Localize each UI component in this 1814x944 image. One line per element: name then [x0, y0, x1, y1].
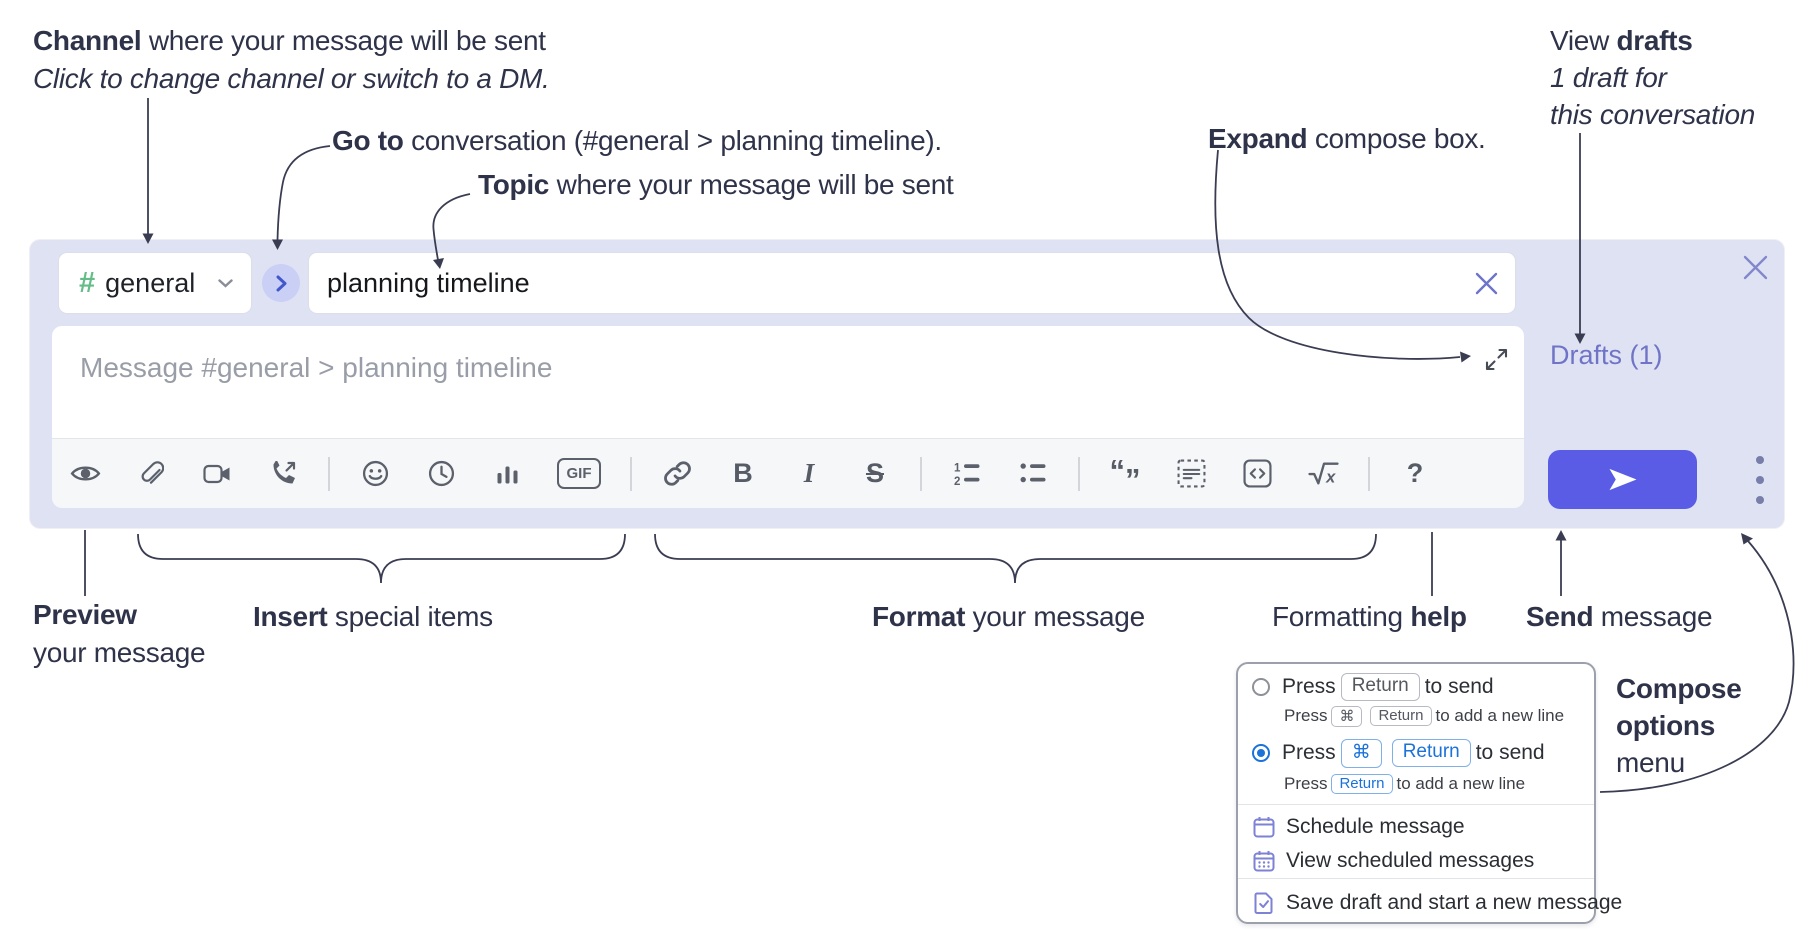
audio-call-icon[interactable] [267, 457, 299, 491]
ordered-list-icon[interactable]: 1 2 [951, 457, 983, 491]
topic-field [308, 252, 1516, 314]
link-icon[interactable] [661, 457, 693, 491]
annotation-insert: Insert special items [253, 601, 493, 632]
svg-text:2: 2 [954, 476, 960, 486]
channel-hash-icon: # [79, 266, 96, 299]
strikethrough-icon[interactable]: S [865, 458, 884, 488]
annotation-channel-lead: Channel [33, 25, 142, 56]
calendar-grid-icon [1252, 849, 1276, 873]
annotation-channel-rest: where your message will be sent [141, 25, 546, 56]
attach-paperclip-icon[interactable] [135, 457, 167, 491]
toolbar-divider [1078, 456, 1080, 491]
return-key: Return [1391, 739, 1471, 767]
return-key: Return [1370, 706, 1432, 726]
code-block-icon[interactable] [1175, 457, 1207, 491]
menu-item-save-draft[interactable]: Save draft and start a new message [1238, 886, 1622, 920]
svg-text:1: 1 [954, 463, 961, 475]
channel-name: general [105, 267, 196, 298]
calendar-icon [1252, 815, 1276, 839]
annotation-goto: Go to conversation (#general > planning … [332, 125, 942, 156]
svg-text:x: x [1325, 467, 1336, 486]
emoji-icon[interactable] [359, 457, 391, 491]
annotation-expand: Expand compose box. [1208, 123, 1486, 154]
clear-topic-button[interactable] [1474, 271, 1499, 296]
inline-code-icon[interactable] [1241, 457, 1273, 491]
compose-options-button[interactable] [1740, 456, 1780, 504]
toolbar-divider [1368, 456, 1370, 491]
goto-conversation-button[interactable] [262, 264, 300, 302]
topic-input[interactable] [327, 267, 1447, 299]
return-key: Return [1331, 774, 1393, 794]
blockquote-icon[interactable]: “ ” [1109, 452, 1141, 497]
close-icon [1743, 255, 1768, 280]
annotation-view-drafts: View drafts 1 draft for this conversatio… [1550, 25, 1756, 130]
bulleted-list-icon[interactable] [1017, 457, 1049, 491]
cmd-key: ⌘ [1331, 705, 1363, 727]
annotation-compose-options: Compose options menu [1616, 673, 1742, 778]
italic-icon[interactable]: I [803, 458, 815, 488]
annotation-format: Format your message [872, 601, 1145, 632]
radio-selected[interactable] [1252, 744, 1270, 762]
gif-icon[interactable]: GIF [557, 457, 601, 491]
video-call-icon[interactable] [201, 457, 233, 491]
cmd-key: ⌘ [1340, 738, 1382, 768]
preview-eye-icon[interactable] [69, 457, 101, 491]
expand-compose-button[interactable] [1485, 348, 1508, 371]
option-return-to-send[interactable]: Press Return to send [1238, 672, 1594, 702]
expand-icon [1485, 348, 1508, 371]
dot [1756, 476, 1764, 484]
drafts-link[interactable]: Drafts (1) [1550, 340, 1663, 370]
annotation-preview: Preview your message [33, 599, 206, 668]
chevron-right-icon [276, 275, 286, 291]
close-compose-button[interactable] [1742, 254, 1769, 281]
option-cmd-return-to-send-sub: Press Return to add a new line [1284, 774, 1526, 794]
toolbar-divider [920, 456, 922, 491]
option-return-to-send-sub: Press ⌘ Return to add a new line [1284, 705, 1565, 727]
annotation-channel-sub: Click to change channel or switch to a D… [33, 63, 550, 94]
option-cmd-return-to-send[interactable]: Press ⌘ Return to send [1238, 738, 1594, 768]
toolbar-divider [630, 456, 632, 491]
close-icon [1475, 272, 1498, 295]
compose-box: # general [30, 240, 1784, 528]
draft-document-icon [1252, 891, 1276, 915]
dot [1756, 456, 1764, 464]
bold-icon[interactable]: B [733, 458, 753, 488]
message-input[interactable] [80, 352, 1460, 384]
dot [1756, 496, 1764, 504]
send-button[interactable] [1548, 450, 1697, 509]
menu-divider [1238, 804, 1594, 805]
recent-clock-icon[interactable] [425, 457, 457, 491]
menu-divider [1238, 878, 1594, 879]
toolbar-divider [328, 456, 330, 491]
compose-toolbar: GIF B I S 1 2 [52, 438, 1524, 508]
radio-unselected[interactable] [1252, 678, 1270, 696]
send-icon [1609, 468, 1636, 491]
annotation-send: Send message [1526, 601, 1713, 632]
annotation-topic: Topic where your message will be sent [478, 169, 954, 200]
formatting-help-icon[interactable]: ? [1406, 458, 1424, 488]
message-area [52, 326, 1524, 438]
channel-selector[interactable]: # general [58, 252, 252, 314]
annotation-channel: Channel where your message will be sent … [33, 22, 550, 98]
annotation-formatting-help: Formatting help [1272, 601, 1467, 632]
formula-icon[interactable]: x [1307, 457, 1339, 491]
poll-chart-icon[interactable] [491, 457, 523, 491]
compose-options-menu: Press Return to send Press ⌘ Return to a… [1236, 662, 1622, 924]
return-key: Return [1340, 673, 1420, 701]
menu-item-schedule-message[interactable]: Schedule message [1238, 810, 1594, 844]
menu-item-view-scheduled[interactable]: View scheduled messages [1238, 844, 1594, 878]
chevron-down-icon [218, 278, 233, 288]
